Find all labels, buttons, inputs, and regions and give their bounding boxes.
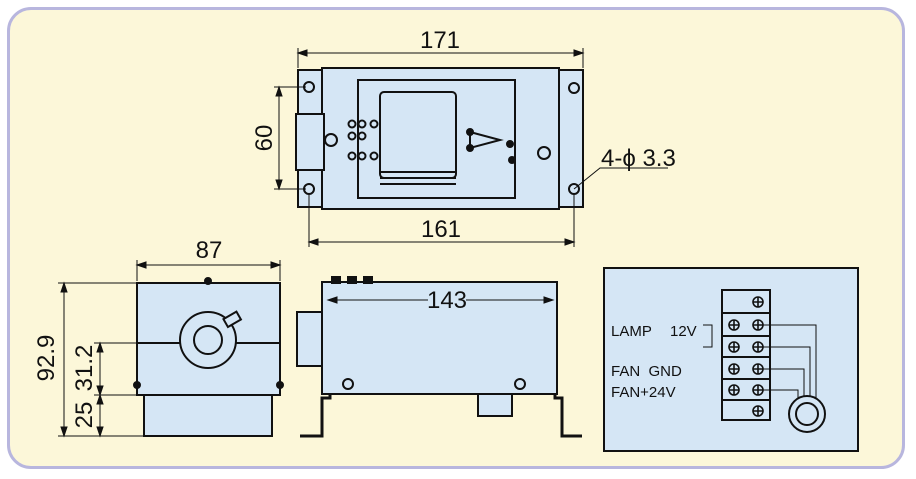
screw xyxy=(514,378,526,390)
side-body xyxy=(321,281,558,395)
screw xyxy=(342,378,354,390)
label-lamp-voltage: 12V xyxy=(670,323,697,340)
dim-60: 60 xyxy=(251,125,278,152)
cable-gland-outer xyxy=(788,395,826,433)
side-connector xyxy=(296,311,323,367)
side-foot xyxy=(477,393,513,417)
dim-87: 87 xyxy=(196,237,223,264)
dim-25: 25 xyxy=(71,402,98,429)
dim-143: 143 xyxy=(427,287,467,314)
top-side-connector xyxy=(295,113,325,171)
label-lamp: LAMP xyxy=(611,323,652,340)
dim-hole-spec: 4-ϕ 3.3 xyxy=(601,145,676,172)
screw xyxy=(537,146,551,160)
top-transformer xyxy=(379,91,457,179)
front-lens-inner xyxy=(193,325,223,355)
cable-gland-inner xyxy=(795,402,819,426)
terminal-block xyxy=(721,289,771,421)
side-left-leg xyxy=(300,394,332,438)
front-view xyxy=(133,277,284,437)
dim-171: 171 xyxy=(420,27,460,54)
label-fan-24v: FAN+24V xyxy=(611,384,676,401)
dim-31-2: 31.2 xyxy=(71,345,98,392)
front-dial xyxy=(222,310,243,329)
dim-92-9: 92.9 xyxy=(33,335,60,382)
dim-161: 161 xyxy=(421,216,461,243)
hole xyxy=(568,82,580,94)
terminal-panel xyxy=(603,267,859,452)
label-fan-gnd: FAN GND xyxy=(611,363,682,380)
side-view xyxy=(296,276,582,438)
front-base xyxy=(143,393,273,437)
side-right-leg xyxy=(553,394,582,438)
dimension-lines xyxy=(58,48,668,438)
lamp-clip xyxy=(469,130,504,150)
screw xyxy=(324,133,338,147)
top-view xyxy=(295,67,584,210)
